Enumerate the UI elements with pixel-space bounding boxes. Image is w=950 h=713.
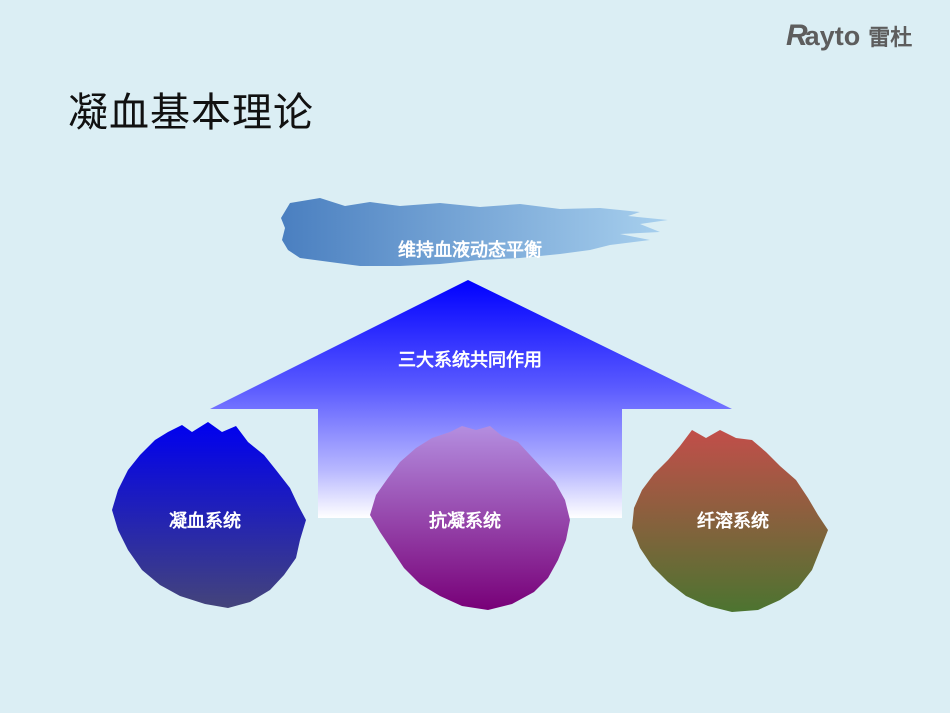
logo-chinese: 雷杜 (868, 26, 913, 51)
slide-title: 凝血基本理论 (68, 90, 314, 136)
logo-initial: R (786, 19, 808, 52)
arrow-label: 三大系统共同作用 (398, 350, 542, 371)
up-arrow (210, 280, 732, 518)
system-blob-anticoagulation (370, 426, 570, 610)
rayto-logo: R ayto 雷杜 (786, 19, 936, 52)
brush-stroke-banner (281, 198, 668, 266)
goal-label: 维持血液动态平衡 (398, 240, 542, 261)
system-blob-coagulation (112, 422, 306, 608)
system-blob-fibrinolysis (632, 430, 828, 612)
system-label-coagulation: 凝血系统 (169, 511, 241, 532)
system-label-fibrinolysis: 纤溶系统 (697, 511, 769, 532)
system-label-anticoagulation: 抗凝系统 (429, 511, 501, 532)
logo-latin: ayto (804, 20, 861, 51)
